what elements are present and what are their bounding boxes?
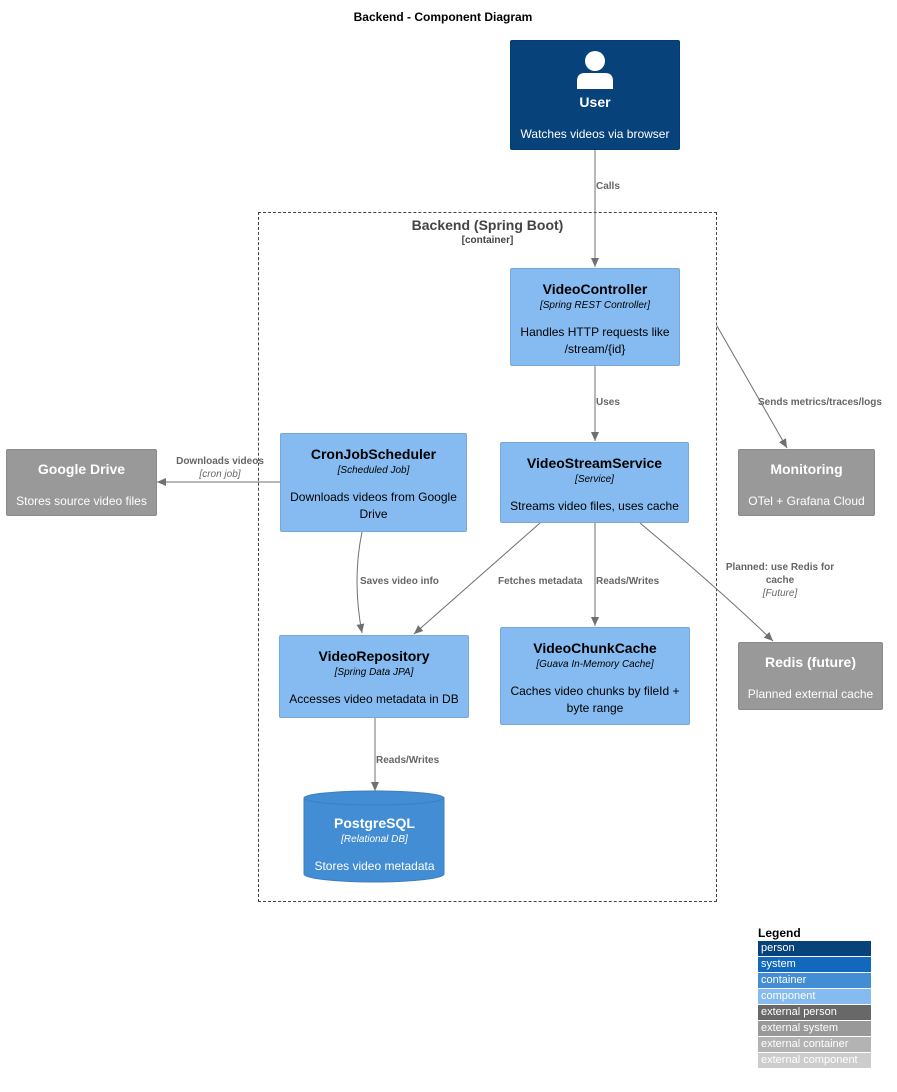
video-chunk-cache-desc-1: Caches video chunks by fileId + xyxy=(510,684,680,698)
video-controller-name: VideoController xyxy=(542,281,648,297)
label-reads-writes-db: Reads/Writes xyxy=(376,755,440,766)
edge-redis xyxy=(639,522,774,642)
monitoring-desc: OTel + Grafana Cloud xyxy=(748,494,865,508)
video-repository-name: VideoRepository xyxy=(318,648,430,664)
cron-job-scheduler-desc-1: Downloads videos from Google xyxy=(290,490,457,504)
video-stream-service-node[interactable]: VideoStreamService [Service] Streams vid… xyxy=(500,442,689,523)
edge-metrics xyxy=(716,325,788,449)
diagram-title: Backend - Component Diagram xyxy=(353,10,533,24)
postgresql-desc: Stores video metadata xyxy=(314,859,435,873)
video-controller-desc-1: Handles HTTP requests like xyxy=(520,325,670,339)
video-controller-desc-2: /stream/{id} xyxy=(564,342,626,356)
google-drive-name: Google Drive xyxy=(37,461,126,477)
legend-item-external-person: external person xyxy=(758,1005,871,1020)
edge-fetches xyxy=(413,522,541,635)
video-repository-node[interactable]: VideoRepository [Spring Data JPA] Access… xyxy=(279,635,469,718)
cron-job-scheduler-name: CronJobScheduler xyxy=(310,446,437,462)
redis-node[interactable]: Redis (future) Planned external cache xyxy=(738,642,883,710)
legend-item-container: container xyxy=(758,973,871,988)
label-reads-writes-cache: Reads/Writes xyxy=(596,576,660,587)
boundary-title: Backend (Spring Boot) xyxy=(411,217,564,233)
legend-title: Legend xyxy=(758,926,801,940)
person-icon xyxy=(577,51,613,89)
label-saves: Saves video info xyxy=(360,576,439,587)
video-chunk-cache-node[interactable]: VideoChunkCache [Guava In-Memory Cache] … xyxy=(500,627,690,725)
label-redis: Planned: use Redis for cache [Future] xyxy=(725,562,835,599)
legend-item-system: system xyxy=(758,957,871,972)
user-desc: Watches videos via browser xyxy=(520,127,670,141)
redis-name: Redis (future) xyxy=(765,654,856,670)
google-drive-desc: Stores source video files xyxy=(16,494,147,508)
legend-item-component: component xyxy=(758,989,871,1004)
legend-item-external-component: external component xyxy=(758,1053,871,1068)
legend-item-person: person xyxy=(758,941,871,956)
user-name: User xyxy=(579,94,611,110)
edge-saves xyxy=(356,531,365,634)
user-node[interactable]: User Watches videos via browser xyxy=(510,40,680,150)
postgresql-tech: [Relational DB] xyxy=(341,834,408,845)
video-chunk-cache-desc-2: byte range xyxy=(566,701,624,715)
legend-item-external-container: external container xyxy=(758,1037,871,1052)
cron-job-scheduler-node[interactable]: CronJobScheduler [Scheduled Job] Downloa… xyxy=(280,433,467,532)
postgresql-node[interactable]: PostgreSQL [Relational DB] Stores video … xyxy=(304,800,445,880)
label-uses: Uses xyxy=(596,397,620,408)
monitoring-name: Monitoring xyxy=(770,461,843,477)
postgresql-name: PostgreSQL xyxy=(334,815,415,831)
video-repository-desc: Accesses video metadata in DB xyxy=(289,692,459,706)
video-controller-node[interactable]: VideoController [Spring REST Controller]… xyxy=(510,268,680,366)
monitoring-node[interactable]: Monitoring OTel + Grafana Cloud xyxy=(738,449,875,516)
redis-desc: Planned external cache xyxy=(747,687,874,701)
boundary-type: [container] xyxy=(461,235,514,246)
video-chunk-cache-name: VideoChunkCache xyxy=(533,640,657,656)
backend-boundary xyxy=(258,212,717,902)
video-stream-service-name: VideoStreamService xyxy=(526,455,663,471)
label-metrics: Sends metrics/traces/logs xyxy=(758,397,882,408)
legend-item-external-system: external system xyxy=(758,1021,871,1036)
label-fetches: Fetches metadata xyxy=(498,576,583,587)
cron-job-scheduler-desc-2: Drive xyxy=(359,507,388,521)
postgresql-cylinder-icon xyxy=(303,790,445,883)
video-chunk-cache-tech: [Guava In-Memory Cache] xyxy=(536,659,654,670)
label-calls: Calls xyxy=(596,181,620,192)
video-stream-service-tech: [Service] xyxy=(575,474,614,485)
video-stream-service-desc: Streams video files, uses cache xyxy=(510,499,679,513)
google-drive-node[interactable]: Google Drive Stores source video files xyxy=(6,449,157,516)
video-controller-tech: [Spring REST Controller] xyxy=(539,300,651,311)
label-downloads: Downloads videos [cron job] xyxy=(176,456,264,480)
video-repository-tech: [Spring Data JPA] xyxy=(334,667,414,678)
cron-job-scheduler-tech: [Scheduled Job] xyxy=(337,465,410,476)
